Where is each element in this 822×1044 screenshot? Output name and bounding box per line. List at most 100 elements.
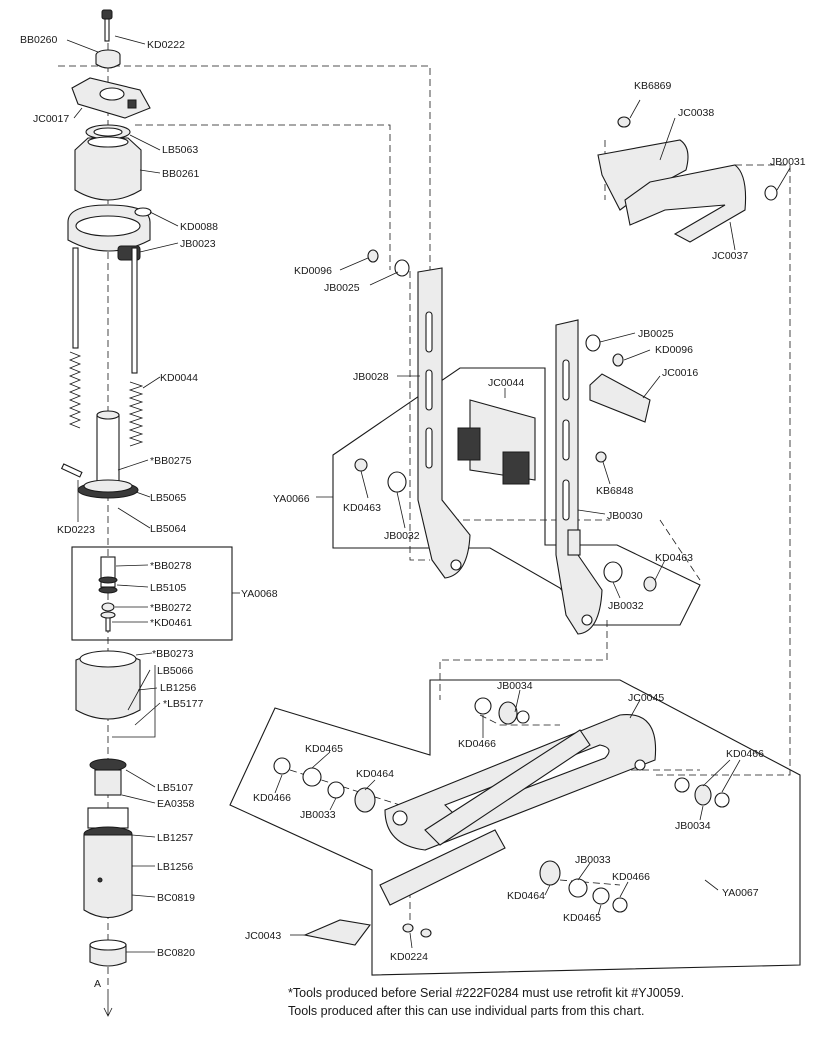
- label-lb5066: LB5066: [157, 665, 193, 677]
- label-lb5064: LB5064: [150, 523, 186, 535]
- ya0067-outline: [229, 679, 801, 976]
- label-jc0043: JC0043: [245, 930, 281, 942]
- label-bc0819: BC0819: [157, 892, 195, 904]
- leader-lines: [66, 35, 791, 953]
- label-jb0025-a: JB0025: [324, 282, 360, 294]
- label-bb0272: *BB0272: [150, 602, 192, 614]
- jc0037-bracket: [624, 164, 747, 243]
- bb0273-body: [75, 650, 141, 720]
- lever-hardware: [273, 697, 730, 913]
- label-kd0464-a: KD0464: [356, 768, 394, 780]
- lever-assembly: [273, 697, 730, 946]
- side-plates: [354, 249, 657, 635]
- label-jc0045: JC0045: [628, 692, 664, 704]
- label-bb0260: BB0260: [20, 34, 58, 46]
- finger-brackets: [597, 116, 778, 243]
- label-lb1256-a: LB1256: [160, 682, 196, 694]
- label-a: A: [94, 978, 101, 990]
- label-kb6869: KB6869: [634, 80, 672, 92]
- label-lb5107: LB5107: [157, 782, 193, 794]
- label-lb1257: LB1257: [157, 832, 193, 844]
- label-bb0278: *BB0278: [150, 560, 192, 572]
- label-ya0067: YA0067: [722, 887, 759, 899]
- kb6869-screw: [617, 116, 631, 128]
- jb0023-clamp-ring: [67, 204, 152, 261]
- bc0820-nut: [89, 939, 127, 967]
- label-bb0275: *BB0275: [150, 455, 192, 467]
- jb0025-washer-b: [585, 334, 601, 352]
- label-ea0358: EA0358: [157, 798, 195, 810]
- label-kd0096-a: KD0096: [294, 265, 332, 277]
- lower-spindle: [83, 758, 133, 919]
- kd0044-springs: [68, 351, 144, 447]
- footnote-line-1: *Tools produced before Serial #222F0284 …: [288, 986, 684, 1000]
- label-bb0273: *BB0273: [152, 648, 194, 660]
- label-kd0463-b: KD0463: [655, 552, 693, 564]
- label-kd0466-a: KD0466: [458, 738, 496, 750]
- label-kd0224: KD0224: [390, 951, 428, 963]
- guide-rods: [72, 247, 138, 374]
- jb0032-washer-a: [387, 471, 407, 493]
- kd0222-screw: [101, 9, 113, 42]
- jb0025-washer-a: [394, 259, 410, 277]
- label-jb0034-b: JB0034: [675, 820, 711, 832]
- kd0463-screw-a: [354, 458, 368, 472]
- label-kd0096-b: KD0096: [655, 344, 693, 356]
- label-kd0466-b: KD0466: [253, 792, 291, 804]
- label-lb1256-b: LB1256: [157, 861, 193, 873]
- label-jb0031: JB0031: [770, 156, 806, 168]
- kd0224-screws: [402, 923, 432, 938]
- label-lb5065: LB5065: [150, 492, 186, 504]
- label-lb5105: LB5105: [150, 582, 186, 594]
- lever-upper-arm: [424, 729, 591, 846]
- bb0275-spindle: [96, 410, 120, 486]
- label-kd0222: KD0222: [147, 39, 185, 51]
- spindle-stack: [60, 9, 152, 1017]
- label-jc0038: JC0038: [678, 107, 714, 119]
- label-jb0025-b: JB0025: [638, 328, 674, 340]
- lb5063-ring: [85, 124, 131, 140]
- jc0043-tip: [303, 919, 371, 946]
- kb6848-nut: [595, 451, 607, 463]
- kd0096-screw-a: [367, 249, 379, 263]
- label-jc0037: JC0037: [712, 250, 748, 262]
- label-ya0068: YA0068: [241, 588, 278, 600]
- bb0260-cap: [95, 49, 121, 69]
- kd0463-screw-b: [643, 576, 657, 592]
- label-jb0028: JB0028: [353, 371, 389, 383]
- kd0096-screw-b: [612, 353, 624, 367]
- label-jb0033-a: JB0033: [300, 809, 336, 821]
- label-kd0088: KD0088: [180, 221, 218, 233]
- label-kb6848: KB6848: [596, 485, 634, 497]
- label-kd0465-a: KD0465: [305, 743, 343, 755]
- label-jc0044: JC0044: [488, 377, 524, 389]
- label-kd0461: *KD0461: [150, 617, 192, 629]
- label-jb0023: JB0023: [180, 238, 216, 250]
- lever-lower-arm: [379, 829, 506, 906]
- arrow-a: [103, 990, 113, 1017]
- label-lb5177: *LB5177: [163, 698, 203, 710]
- label-jc0017: JC0017: [33, 113, 69, 125]
- lb5065-collar: [77, 479, 139, 499]
- jb0032-washer-b: [603, 561, 623, 583]
- label-jc0016: JC0016: [662, 367, 698, 379]
- jb0031-screw: [764, 185, 778, 201]
- label-jb0032-a: JB0032: [384, 530, 420, 542]
- label-ya0066: YA0066: [273, 493, 310, 505]
- jc0017-clamp: [71, 77, 151, 119]
- label-kd0466-c: KD0466: [726, 748, 764, 760]
- label-kd0223: KD0223: [57, 524, 95, 536]
- ya0068-bracket: [112, 665, 156, 738]
- bb0261-housing: [74, 136, 142, 201]
- label-jb0032-b: JB0032: [608, 600, 644, 612]
- kd0223-pin: [60, 463, 83, 478]
- footnote-line-2: Tools produced after this can use indivi…: [288, 1004, 644, 1018]
- label-kd0463-a: KD0463: [343, 502, 381, 514]
- ya0068-box: [71, 546, 233, 641]
- ya0068-parts: [98, 556, 118, 632]
- label-lb5063: LB5063: [162, 144, 198, 156]
- label-jb0034-a: JB0034: [497, 680, 533, 692]
- kd0463-post: [567, 529, 581, 556]
- label-kd0465-b: KD0465: [563, 912, 601, 924]
